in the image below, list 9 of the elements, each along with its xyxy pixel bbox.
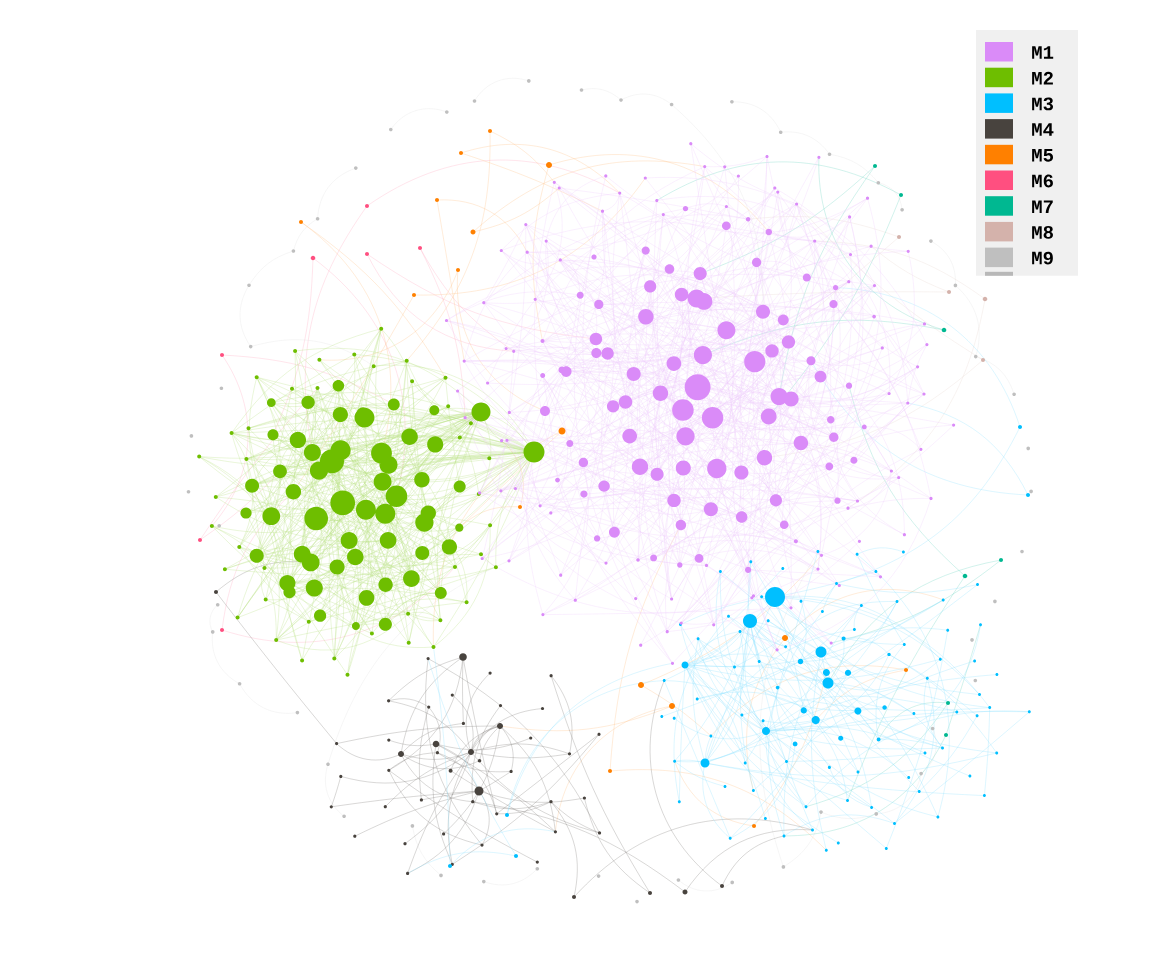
legend-label: M6 bbox=[1032, 174, 1053, 188]
legend-label: M2 bbox=[1032, 71, 1053, 85]
legend-label: M7 bbox=[1032, 200, 1053, 213]
legend-label: M3 bbox=[1032, 97, 1054, 111]
legend-label: M8 bbox=[1032, 225, 1053, 239]
legend-label: M5 bbox=[1032, 148, 1053, 162]
legend-label: M4 bbox=[1032, 123, 1054, 136]
legend-label: M9 bbox=[1032, 251, 1053, 265]
legend-label: M1 bbox=[1032, 46, 1054, 59]
